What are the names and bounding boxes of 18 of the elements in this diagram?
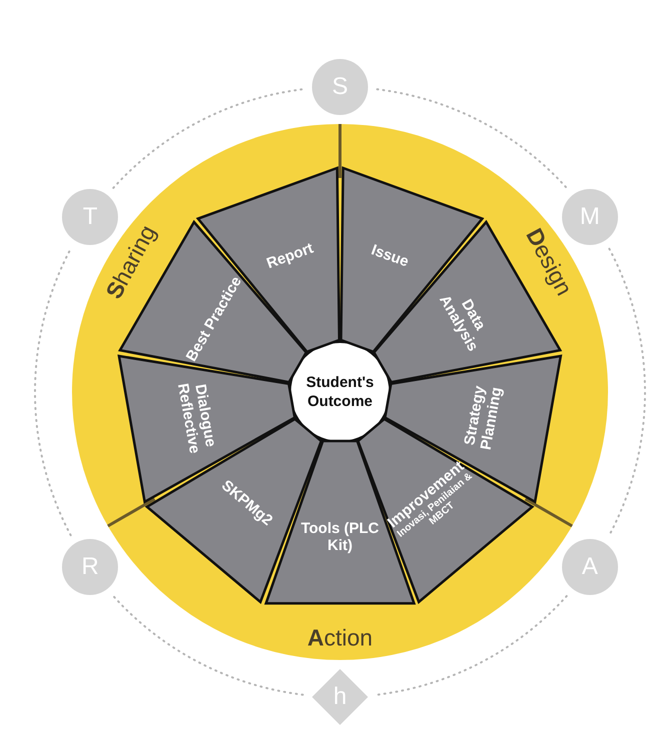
segment-label: Tools (PLC Kit) [300, 520, 380, 554]
dotted-connector [608, 248, 646, 536]
dotted-connector [112, 88, 304, 189]
dotted-connector [34, 248, 72, 536]
letter-circle [62, 538, 118, 595]
segment-label: Report [264, 238, 317, 274]
letter-circle [562, 538, 618, 595]
segment-label: Strategy Planning [460, 384, 506, 454]
center-label: Student's Outcome [305, 373, 375, 411]
segment-label: Issue [368, 240, 412, 272]
letter-circle [562, 189, 618, 246]
sector-title: Action [307, 624, 373, 652]
dotted-connector [376, 595, 568, 696]
wheel-segment [338, 166, 484, 354]
dotted-connector [112, 595, 304, 696]
dotted-connector [376, 88, 568, 189]
sector-title: Design [520, 224, 578, 300]
segment-label: Dialogue Reflective [173, 381, 220, 458]
